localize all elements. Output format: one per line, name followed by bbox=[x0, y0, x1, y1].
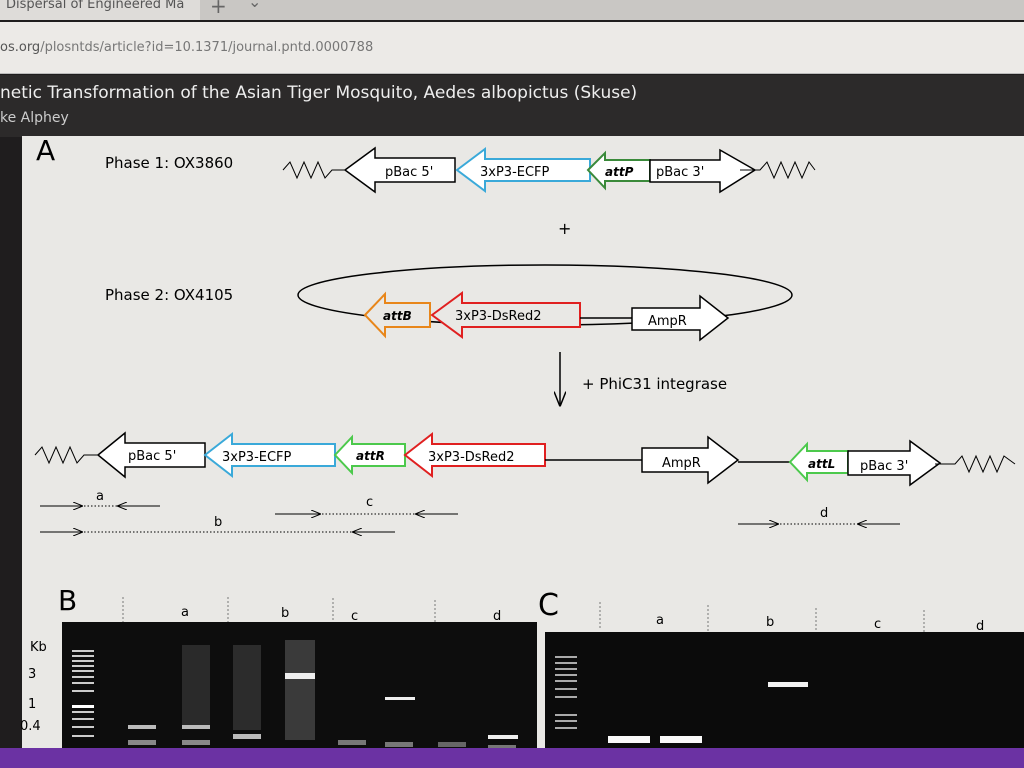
address-bar[interactable]: os.org/plosntds/article?id=10.1371/journ… bbox=[0, 22, 1024, 74]
url-path: /plosntds/article?id=10.1371/journal.pnt… bbox=[40, 40, 374, 55]
gel-c-ladder bbox=[555, 656, 577, 729]
url-text[interactable]: os.org/plosntds/article?id=10.1371/journ… bbox=[0, 40, 373, 55]
article-header: netic Transformation of the Asian Tiger … bbox=[0, 75, 1024, 137]
gel-b-ladder bbox=[72, 650, 94, 737]
gel-b-lane-b: b bbox=[281, 606, 289, 621]
primer-c-label: c bbox=[366, 495, 373, 510]
pbac3-label: pBac 3' bbox=[656, 165, 704, 180]
zigzag-left bbox=[282, 160, 348, 180]
kb-label: Kb bbox=[30, 640, 47, 655]
gel-c-lane-b: b bbox=[766, 615, 774, 630]
attr-label: attR bbox=[356, 449, 385, 463]
dsred-arrow bbox=[430, 291, 581, 339]
primer-a-label: a bbox=[96, 489, 104, 504]
gel-b-lane-c: c bbox=[351, 609, 358, 624]
phase1-label: Phase 1: OX3860 bbox=[105, 154, 233, 172]
ampr-arrow-result bbox=[641, 435, 740, 485]
attl-label: attL bbox=[808, 457, 835, 471]
ampr-label-result: AmpR bbox=[662, 456, 701, 471]
url-domain: os.org bbox=[0, 40, 41, 55]
gel-b-lane-a: a bbox=[181, 605, 189, 620]
primer-d-label: d bbox=[820, 506, 828, 521]
attb-label: attB bbox=[383, 309, 412, 323]
zigzag-right-result bbox=[935, 454, 1016, 474]
dsred-label-result: 3xP3-DsRed2 bbox=[428, 450, 515, 465]
article-author[interactable]: ke Alphey bbox=[0, 110, 69, 126]
ecfp-label-result: 3xP3-ECFP bbox=[222, 450, 292, 465]
kb-tick-1: 1 bbox=[28, 697, 36, 712]
pbac5-label: pBac 5' bbox=[385, 165, 433, 180]
panel-c-label: C bbox=[538, 588, 559, 623]
dsred-label: 3xP3-DsRed2 bbox=[455, 309, 542, 324]
pbac5-label-result: pBac 5' bbox=[128, 449, 176, 464]
tab-strip: Dispersal of Engineered Ma + ⌄ bbox=[0, 0, 1024, 20]
phase2-label: Phase 2: OX4105 bbox=[105, 286, 233, 304]
dsred-arrow-result bbox=[403, 431, 546, 479]
taskbar bbox=[0, 748, 1024, 768]
kb-tick-04: 0.4 bbox=[20, 719, 41, 734]
gel-b-bands bbox=[128, 640, 518, 749]
gel-c-lane-a: a bbox=[656, 613, 664, 628]
attb-arrow bbox=[363, 291, 431, 339]
attp-label: attP bbox=[605, 165, 634, 179]
zigzag-right bbox=[740, 160, 816, 180]
article-title: netic Transformation of the Asian Tiger … bbox=[0, 83, 638, 103]
panel-a-label: A bbox=[36, 134, 55, 167]
panel-b-label: B bbox=[58, 584, 77, 617]
pbac3-arrow-result bbox=[847, 439, 942, 487]
plus-sign: + bbox=[558, 219, 571, 238]
chevron-down-icon[interactable]: ⌄ bbox=[248, 0, 262, 11]
new-tab-button[interactable]: + bbox=[210, 0, 227, 18]
ampr-label: AmpR bbox=[648, 314, 687, 329]
gel-b-lane-d: d bbox=[493, 609, 501, 624]
zigzag-left-result bbox=[34, 445, 100, 465]
primer-c: c bbox=[275, 495, 458, 514]
kb-tick-3: 3 bbox=[28, 667, 36, 682]
primer-d: d bbox=[738, 506, 900, 524]
pbac3-label-result: pBac 3' bbox=[860, 459, 908, 474]
gel-c-lane-d: d bbox=[976, 619, 984, 634]
browser-tab[interactable]: Dispersal of Engineered Ma bbox=[0, 0, 200, 20]
ampr-arrow bbox=[631, 294, 730, 342]
pbac3-arrow bbox=[649, 148, 757, 194]
ecfp-label: 3xP3-ECFP bbox=[480, 165, 550, 180]
primer-b-label: b bbox=[214, 515, 222, 530]
primer-a: a bbox=[40, 489, 160, 506]
pbac5-arrow bbox=[343, 146, 456, 194]
gel-c-lane-c: c bbox=[874, 617, 881, 632]
primer-b: b bbox=[40, 515, 395, 532]
integrase-label: + PhiC31 integrase bbox=[582, 375, 727, 393]
gel-c bbox=[545, 632, 1024, 755]
